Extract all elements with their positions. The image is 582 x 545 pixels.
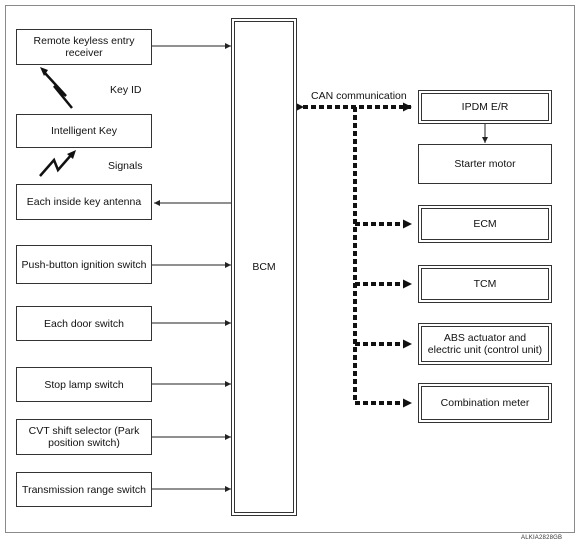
figure-code: ALKIA2828GB — [521, 535, 563, 541]
ipdm-er-box: IPDM E/R — [418, 90, 552, 124]
transmission-range-switch-box: Transmission range switch — [16, 472, 152, 507]
remote-keyless-receiver-box: Remote keyless entry receiver — [16, 29, 152, 65]
stop-lamp-switch-box: Stop lamp switch — [16, 367, 152, 402]
starter-motor-box: Starter motor — [418, 144, 552, 184]
signals-icon — [39, 153, 73, 177]
tcm-box: TCM — [418, 265, 552, 303]
combination-meter-label: Combination meter — [421, 386, 549, 420]
push-button-ignition-switch-box: Push-button ignition switch — [16, 245, 152, 284]
can-communication-label: CAN communication — [311, 90, 407, 102]
diagram-frame — [5, 5, 575, 533]
ecm-label: ECM — [421, 208, 549, 240]
bcm-label: BCM — [234, 21, 294, 513]
abs-actuator-box: ABS actuator and electric unit (control … — [418, 323, 552, 365]
door-switch-box: Each door switch — [16, 306, 152, 341]
inside-key-antenna-box: Each inside key antenna — [16, 184, 152, 220]
ipdm-er-label: IPDM E/R — [421, 93, 549, 121]
can-bus — [295, 102, 412, 408]
combination-meter-box: Combination meter — [418, 383, 552, 423]
bcm-block: BCM — [231, 18, 297, 516]
abs-actuator-label: ABS actuator and electric unit (control … — [421, 326, 549, 362]
tcm-label: TCM — [421, 268, 549, 300]
key-id-signal-icon — [43, 71, 73, 109]
key-id-label: Key ID — [110, 84, 142, 96]
intelligent-key-box: Intelligent Key — [16, 114, 152, 148]
cvt-shift-selector-box: CVT shift selector (Park position switch… — [16, 419, 152, 455]
ecm-box: ECM — [418, 205, 552, 243]
signals-label: Signals — [108, 160, 143, 172]
